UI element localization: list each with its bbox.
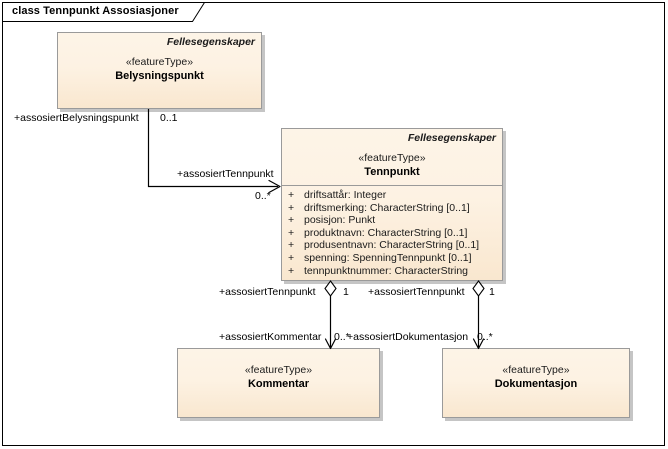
assoc-role-assosiertkommentar: +assosiertKommentar	[219, 331, 322, 343]
attribute-visibility: +	[288, 189, 295, 201]
class-header-dokumentasjon: «featureType» Dokumentasjon	[443, 349, 629, 397]
assoc-role-assosiertdokumentasjon: +assosiertDokumentasjon	[347, 331, 469, 343]
stereotype-kommentar: «featureType»	[244, 364, 313, 376]
class-name-dokumentasjon: Dokumentasjon	[494, 378, 578, 390]
attribute-signature: tennpunktnummer: CharacterString	[304, 264, 468, 277]
title-tab-shape-icon	[2, 2, 205, 22]
attribute-visibility: +	[288, 264, 295, 277]
stereotype-dokumentasjon: «featureType»	[502, 364, 570, 376]
class-box-kommentar[interactable]: «featureType» Kommentar	[177, 348, 380, 418]
attribute-signature: spenning: SpenningTennpunkt [0..1]	[304, 251, 472, 264]
attribute-visibility: +	[288, 251, 295, 264]
assoc-mult-belysningspunkt: 0..1	[160, 112, 178, 124]
attribute-row: + posisjon: Punkt	[286, 214, 498, 227]
stereotype-belysningspunkt: «featureType»	[125, 56, 194, 68]
assoc-role-assosierttennpunkt-from-belysningspunkt: +assosiertTennpunkt	[177, 168, 274, 180]
class-box-tennpunkt[interactable]: Fellesegenskaper «featureType» Tennpunkt…	[281, 128, 503, 281]
attribute-signature: driftsattår: Integer	[304, 189, 387, 201]
class-name-tennpunkt: Tennpunkt	[364, 166, 420, 178]
attribute-signature: driftsmerking: CharacterString [0..1]	[304, 201, 470, 214]
attribute-row: + spenning: SpenningTennpunkt [0..1]	[286, 252, 498, 265]
diagram-title: class Tennpunkt Assosiasjoner	[12, 5, 179, 17]
package-name-tennpunkt: Fellesegenskaper	[407, 132, 496, 144]
assoc-mult-kommentar: 0..*	[334, 331, 350, 343]
attribute-visibility: +	[288, 201, 295, 214]
attribute-row: + produsentnavn: CharacterString [0..1]	[286, 239, 498, 252]
assoc-role-assosiertbelysningspunkt: +assosiertBelysningspunkt	[14, 112, 139, 124]
assoc-mult-dokumentasjon: 0..*	[477, 331, 493, 343]
attribute-signature: posisjon: Punkt	[304, 214, 376, 227]
class-box-belysningspunkt[interactable]: Fellesegenskaper «featureType» Belysning…	[57, 32, 262, 109]
attribute-compartment-tennpunkt: + driftsattår: Integer + driftsmerking: Cha…	[282, 186, 502, 281]
assoc-mult-tennpunkt-from-belysningspunkt: 0..*	[255, 190, 271, 202]
assoc-mult-tennpunkt-kommentar: 1	[343, 286, 349, 298]
attribute-row: + tennpunktnummer: CharacterString	[286, 265, 498, 278]
class-header-kommentar: «featureType» Kommentar	[178, 349, 379, 397]
assoc-mult-tennpunkt-dokumentasjon: 1	[489, 286, 495, 298]
assoc-role-assosierttennpunkt-dokumentasjon: +assosiertTennpunkt	[368, 286, 465, 298]
class-box-dokumentasjon[interactable]: «featureType» Dokumentasjon	[442, 348, 630, 418]
attribute-visibility: +	[288, 214, 295, 227]
attribute-visibility: +	[288, 239, 295, 252]
attribute-visibility: +	[288, 226, 295, 239]
class-header-belysningspunkt: Fellesegenskaper «featureType» Belysning…	[58, 33, 261, 89]
attribute-row: + driftsmerking: CharacterString [0..1]	[286, 202, 498, 215]
package-name-belysningspunkt: Fellesegenskaper	[166, 36, 255, 48]
assoc-role-assosierttennpunkt-kommentar: +assosiertTennpunkt	[219, 286, 316, 298]
class-header-tennpunkt: Fellesegenskaper «featureType» Tennpunkt	[282, 129, 502, 185]
class-compartment-separator	[282, 185, 502, 186]
attribute-row: + produktnavn: CharacterString [0..1]	[286, 227, 498, 240]
attribute-row: + driftsattår: Integer	[286, 189, 498, 202]
class-name-kommentar: Kommentar	[247, 378, 310, 390]
attribute-signature: produktnavn: CharacterString [0..1]	[304, 226, 468, 239]
class-name-belysningspunkt: Belysningspunkt	[115, 70, 204, 82]
attribute-signature: produsentnavn: CharacterString [0..1]	[304, 239, 480, 252]
stereotype-tennpunkt: «featureType»	[358, 152, 426, 164]
